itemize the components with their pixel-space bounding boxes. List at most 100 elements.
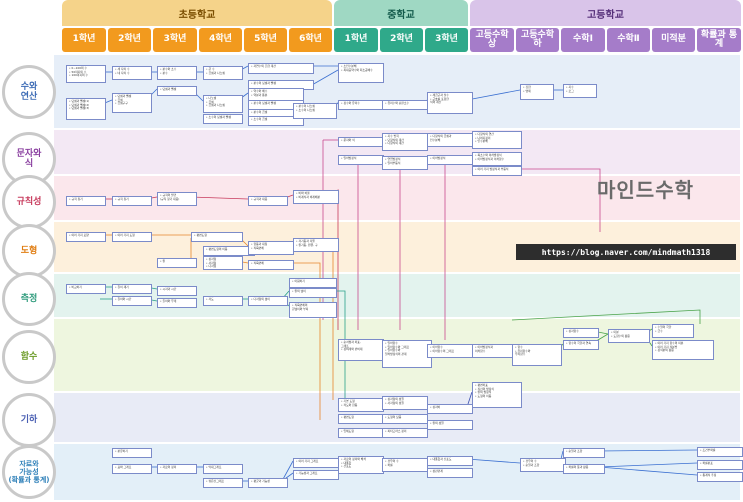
content-box: • 직육면체의 겉넓이와 부피: [289, 302, 337, 318]
content-box: • 평면좌표 • 직선의 방정식 • 원의 방정식 • 도형의 이동: [472, 382, 522, 408]
blog-url: https://blog.naver.com/mindmath1318: [516, 244, 736, 260]
content-box: • 원: [157, 258, 197, 268]
content-box: • 시각과 시간: [157, 286, 197, 296]
content-box: • 각도: [203, 296, 243, 306]
content-box: • 삼각형 • 사각형 • 다각형: [203, 256, 243, 270]
content-box: • 통계적 추정: [697, 472, 743, 482]
grade-chip: 수학Ⅱ: [607, 28, 650, 52]
grade-chip: 3학년: [153, 28, 197, 52]
content-box: • 자료의 정리와 해석 • 대푯값 • 산포도: [338, 456, 384, 474]
content-box: • 어림하기: [289, 278, 337, 288]
content-box: • 덧셈과 뺄셈(1) • 덧셈과 뺄셈(2) • 덧셈과 뺄셈(3): [66, 98, 106, 120]
content-box: • 길이와 시간: [112, 296, 152, 306]
content-box: • 여러 가지 도형: [112, 232, 152, 242]
content-box: • 덧셈과 뺄셈: [157, 86, 197, 96]
content-box: • 여러 가지 방정식과 부등식: [472, 166, 522, 176]
content-box: • 평균과 가능성: [248, 478, 288, 488]
content-box: • 원의 성질: [427, 420, 473, 430]
content-box: • 소수의 덧셈과 뺄셈: [203, 114, 243, 124]
content-box: • 규칙 찾기: [112, 196, 152, 206]
content-box: • 규칙과 대응: [248, 196, 288, 206]
content-box: • 원의 넓이: [289, 288, 337, 298]
content-box: • 여러 가지 그래프: [293, 458, 339, 468]
content-box: • 함수의 극한과 연속: [563, 340, 599, 350]
content-box: • 덧셈과 뺄셈 • 곱셈 • 곱셈구구: [112, 93, 152, 113]
content-box: • 세 자리 수 • 네 자리 수: [112, 66, 152, 80]
content-box: • 소인수분해 • 최대공약수와 최소공배수: [338, 63, 384, 83]
domain-label: 기하: [2, 393, 56, 447]
content-box: • 분수의 나눗셈 • 소수의 나눗셈: [293, 103, 337, 119]
content-box: • 피타고라스 정리: [382, 428, 428, 438]
connector-line: [466, 89, 521, 101]
content-box: • 나눗셈 • 곱셈 • 곱셈과 나눗셈: [203, 95, 243, 113]
grade-chip: 고등수학 상: [470, 28, 514, 52]
content-box: • 비교하기: [66, 284, 106, 294]
content-box: • 평면도형: [338, 414, 384, 424]
domain-label: 문자와 식: [2, 132, 56, 186]
stage-header-middle: 중학교: [334, 0, 468, 26]
grade-chip: 1학년: [62, 28, 106, 52]
grade-chip: 3학년: [425, 28, 468, 52]
content-box: • 제곱근과 실수 • 근호를 포함한 식의 계산: [427, 92, 473, 114]
domain-label: 함수: [2, 330, 56, 384]
content-box: • 수열의 극한 • 급수: [652, 324, 694, 338]
content-box: • 가능성과 그래프: [293, 470, 339, 480]
content-box: • 연립방정식 • 일차부등식: [382, 156, 428, 170]
grade-chip: 1학년: [334, 28, 378, 52]
content-box: • 각기둥과 각뿔 • 원기둥, 원뿔, 구: [293, 238, 339, 252]
content-box: • 지수 • 로그: [563, 84, 597, 98]
content-box: • 유리수와 순환소수: [382, 100, 430, 110]
grade-chip: 2학년: [380, 28, 423, 52]
domain-label: 자료와 가능성 (확률과 통계): [2, 445, 56, 499]
connector-line: [598, 449, 698, 452]
content-box: • 기본 도형 • 작도와 합동: [338, 398, 384, 412]
content-box: • 이차방정식: [427, 155, 473, 165]
connector-line: [598, 462, 698, 468]
content-box: • 자료의 정리: [157, 464, 197, 474]
content-box: • 꺾은선그래프: [203, 478, 243, 488]
content-box: • 규칙의 발견 (규칙 찾기 대응): [157, 192, 197, 206]
connector-line: [598, 466, 698, 476]
connector-line: [288, 262, 321, 420]
connector-line: [472, 168, 601, 232]
content-box: • 미분 • 도함수의 활용: [608, 329, 650, 343]
grade-chip: 6학년: [289, 28, 332, 52]
content-box: • 삼각비: [427, 404, 473, 414]
content-box: • 소수의 곱셈: [248, 116, 304, 126]
content-box: • 분류하기: [112, 448, 152, 458]
grade-chip: 확률과 통계: [697, 28, 741, 52]
content-box: • 함수 • 유리함수와 무리함수: [512, 344, 562, 366]
content-box: • 규칙 찾기: [66, 196, 106, 206]
content-box: • 정수와 유리수: [338, 100, 384, 110]
content-box: • 삼각형의 성질 • 사각형의 성질: [382, 396, 428, 410]
content-box: • 대푯값과 산포도: [427, 456, 473, 466]
grade-chip: 고등수학 하: [516, 28, 559, 52]
connector-line: [511, 309, 701, 324]
content-box: • 들이와 무게: [157, 298, 197, 308]
content-box: • 상관관계: [427, 468, 473, 478]
content-box: • 확률분포: [697, 460, 743, 470]
connector-line: [466, 458, 521, 464]
content-box: • 분수와 소수 • 분수: [157, 66, 197, 80]
connector-line: [190, 196, 249, 200]
domain-label: 측정: [2, 272, 56, 326]
content-box: • 여러 가지 모양: [66, 232, 106, 242]
content-box: • 확률의 뜻과 활용: [563, 464, 605, 474]
logo-wordmark: 마인드수학: [597, 178, 694, 202]
content-box: • 다항식의 연산 • 나머지정리 • 인수분해: [472, 131, 522, 149]
content-box: • 직육면체: [248, 260, 294, 270]
content-box: • 순서쌍과 좌표, 그래프 • 정비례와 반비례: [338, 339, 384, 361]
content-box: • 길이 재기: [112, 284, 152, 294]
content-box: • 일차방정식: [338, 155, 384, 165]
content-box: • 복소수와 이차방정식 • 이차방정식과 이차함수: [472, 152, 522, 166]
content-box: • 다항식의 곱셈과 인수분해: [427, 133, 473, 147]
content-box: • 여러 가지 함수의 미분 • 여러 가지 적분법 • 정적분의 활용: [652, 340, 714, 360]
stage-header-elementary: 초등학교: [62, 0, 332, 26]
domain-label: 수와 연산: [2, 65, 56, 119]
content-box: • 이차함수 • 이차함수의 그래프: [427, 344, 473, 358]
grade-chip: 미적분: [652, 28, 695, 52]
grade-chip: 4학년: [199, 28, 242, 52]
content-box: • 평면도형: [191, 232, 243, 242]
content-box: • 순열과 조합: [563, 448, 605, 458]
content-box: • 0∼100의 수 • 50까지의 수 • 100까지의 수: [66, 65, 106, 83]
